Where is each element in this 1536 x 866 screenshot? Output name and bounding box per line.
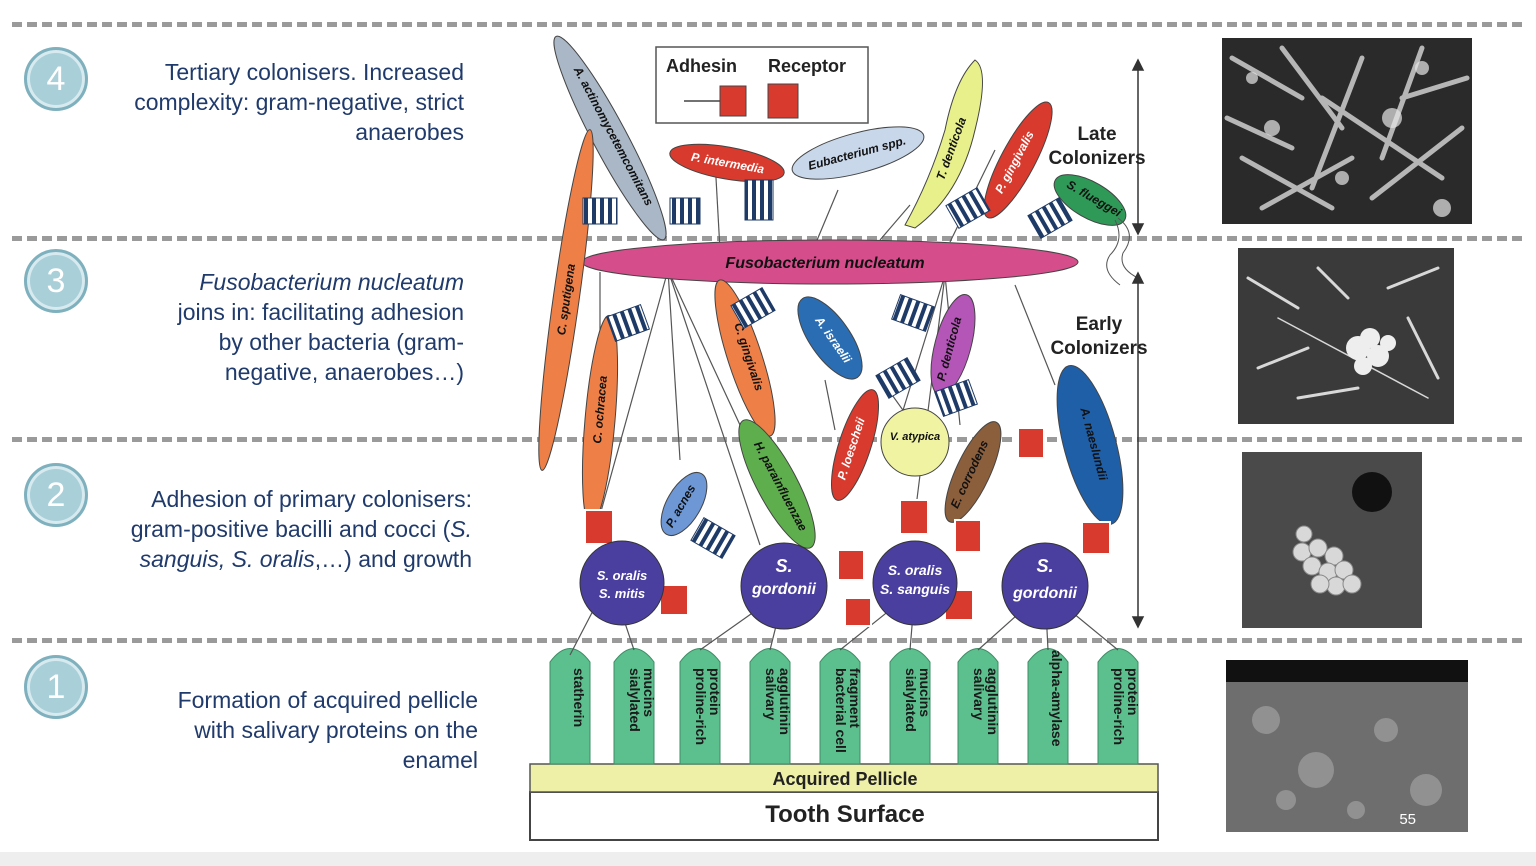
a-naeslundii: A. naeslundii [1056,365,1124,525]
svg-text:S. oralis: S. oralis [888,562,943,578]
protein-3: proline-rich protein [679,648,723,765]
svg-text:Late: Late [1077,124,1116,145]
protein-7: salivary agglutinin [957,648,1001,765]
biofilm-diagram: Tooth Surface Acquired Pellicle statheri… [529,35,1159,841]
svg-text:agglutinin: agglutinin [777,668,793,735]
protein-8: alpha-amylase [1027,648,1069,765]
p-intermedia: P. intermedia [669,143,785,183]
micrograph-primary [1242,452,1422,628]
svg-text:alpha-amylase: alpha-amylase [1049,650,1065,747]
stage-divider-3-4 [12,236,1522,241]
colonizer-labels: Late Colonizers Early Colonizers [1048,124,1147,359]
adhesin-receptor-pairs [582,179,1073,559]
svg-text:S. sanguis: S. sanguis [880,581,950,597]
s-gordonii-1: S. gordonii [740,542,828,630]
svg-text:mucins: mucins [917,668,933,717]
stage-badge-3: 3 [24,249,88,313]
protein-9: proline-rich protein [1097,648,1141,765]
micrograph-fusobacterium [1238,248,1454,424]
svg-text:S.: S. [1036,556,1053,576]
colonizer-scale [1131,58,1145,629]
svg-text:protein: protein [1125,668,1141,715]
c-sputigena: C. sputigena [538,129,594,471]
svg-text:Early: Early [1076,314,1123,335]
svg-text:protein: protein [707,668,723,715]
stage-divider-top [12,22,1522,27]
s-oralis-s-mitis: S. oralis S. mitis [579,540,665,626]
svg-text:fragment: fragment [847,668,863,728]
legend-receptor: Receptor [768,56,846,76]
v-atypica: V. atypica [880,407,950,477]
stage-badge-1: 1 [24,655,88,719]
svg-text:C. ochracea: C. ochracea [590,375,610,444]
svg-text:proline-rich: proline-rich [1111,668,1127,745]
eubacterium-spp: Eubacterium spp. [791,126,925,180]
stage-1-description: Formation of acquired pellicle with sali… [177,687,478,773]
protein-2: sialylated mucins [613,648,657,765]
s-oralis-s-sanguis: S. oralis S. sanguis [872,540,958,626]
stage-2-description: Adhesion of primary colonisers: gram-pos… [130,486,472,572]
svg-text:agglutinin: agglutinin [985,668,1001,735]
svg-text:sialylated: sialylated [903,668,919,732]
stage-3-description: Fusobacterium nucleatum joins in: facili… [177,269,464,385]
page-number: 55 [1399,811,1416,828]
svg-text:mucins: mucins [641,668,657,717]
fusobacterium-nucleatum: Fusobacterium nucleatum [581,239,1079,285]
svg-text:gordonii: gordonii [751,581,817,598]
tooth-surface [529,791,1159,841]
protein-6: sialylated mucins [889,648,933,765]
micrograph-pellicle [1226,660,1468,832]
svg-text:S.: S. [775,556,792,576]
stage-badge-4: 4 [24,47,88,111]
svg-text:S. oralis: S. oralis [597,568,648,583]
s-gordonii-2: S. gordonii [1001,542,1089,630]
svg-text:bacterial cell: bacterial cell [833,668,849,753]
a-israelii: A. israelii [797,296,863,380]
svg-text:S. mitis: S. mitis [599,586,645,601]
streptococci: S. oralis S. mitis S. gordonii S. oralis… [579,540,1089,630]
svg-text:gordonii: gordonii [1012,585,1078,602]
svg-text:statherin: statherin [571,668,587,727]
micrograph-tertiary [1222,38,1472,224]
svg-text:Colonizers: Colonizers [1048,148,1145,169]
stage-badge-2: 2 [24,463,88,527]
p-loescheii: P. loescheii [830,389,880,501]
acquired-pellicle [529,763,1159,793]
early-colonizers: C. sputigena C. ochracea C. gingivalis A… [538,129,1124,549]
protein-5: bacterial cell fragment [819,648,863,765]
acquired-pellicle-label: Acquired Pellicle [772,769,917,789]
svg-text:Colonizers: Colonizers [1050,338,1147,359]
tooth-surface-label: Tooth Surface [765,801,925,828]
h-parainfluenzae: H. parainfluenzae [738,419,816,549]
svg-text:proline-rich: proline-rich [693,668,709,745]
svg-text:sialylated: sialylated [627,668,643,732]
protein-1: statherin [549,648,591,765]
bottom-bar [0,852,1536,866]
c-ochracea: C. ochracea [581,314,619,526]
svg-text:V. atypica: V. atypica [890,431,940,443]
stage-divider-1-2 [12,638,1522,643]
legend-adhesin: Adhesin [666,56,737,76]
protein-4: salivary agglutinin [749,648,793,765]
legend: Adhesin Receptor [655,46,869,124]
pellicle-proteins: statherin sialylated mucins proline-rich… [549,648,1141,765]
stage-4-description: Tertiary colonisers. Increased complexit… [134,59,464,145]
svg-text:Fusobacterium nucleatum: Fusobacterium nucleatum [725,255,924,272]
svg-text:salivary: salivary [971,668,987,720]
svg-text:salivary: salivary [763,668,779,720]
